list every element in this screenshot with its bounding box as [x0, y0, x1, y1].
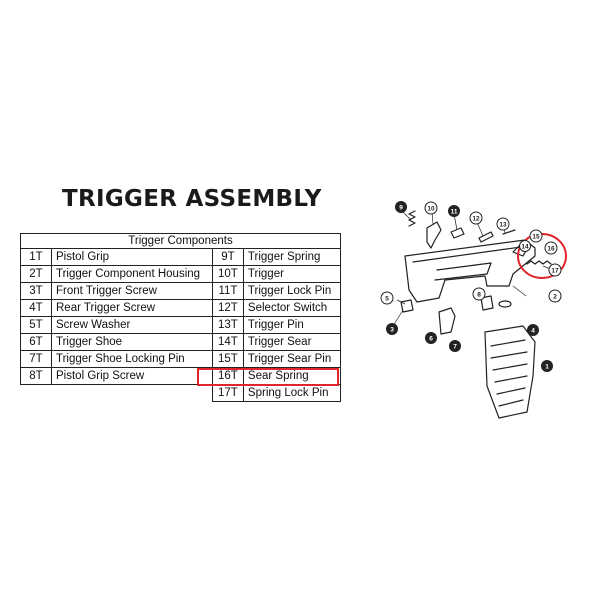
part-name: Trigger [242, 265, 342, 283]
svg-text:3: 3 [390, 327, 394, 334]
svg-text:6: 6 [429, 336, 433, 343]
callout-10: 10 [424, 201, 438, 215]
washer-part [498, 300, 512, 308]
svg-text:4: 4 [531, 328, 535, 335]
table-row: 17T Spring Lock Pin [21, 384, 342, 402]
table-row: 6T Trigger Shoe 14T Trigger Sear [20, 333, 342, 351]
part-code: 15T [211, 350, 244, 368]
callout-5: 5 [380, 291, 394, 305]
svg-text:7: 7 [453, 344, 457, 351]
part-code: 14T [211, 333, 244, 351]
table-header-row: Trigger Components [20, 233, 341, 249]
callout-1: 1 [541, 360, 553, 372]
part-code: 10T [211, 265, 244, 283]
part-code: 4T [20, 299, 52, 317]
svg-text:14: 14 [521, 243, 529, 250]
callout-2: 2 [548, 289, 562, 303]
table-row: 2T Trigger Component Housing 10T Trigger [20, 265, 342, 283]
part-code: 5T [20, 316, 52, 334]
rear-screw-part [480, 295, 494, 311]
trigger-components-table: Trigger Components 1T Pistol Grip 9T Tri… [20, 233, 342, 402]
svg-text:9: 9 [399, 205, 403, 212]
table-row: 8T Pistol Grip Screw 16T Sear Spring [20, 367, 342, 385]
part-name: Trigger Lock Pin [242, 282, 342, 300]
part-name: Screw Washer [51, 316, 213, 334]
callout-7: 7 [449, 340, 461, 352]
pistol-grip-part [484, 325, 536, 419]
part-code: 11T [211, 282, 244, 300]
part-name: Selector Switch [242, 299, 342, 317]
housing-inner-edge [412, 246, 522, 281]
table-row: 4T Rear Trigger Screw 12T Selector Switc… [20, 299, 342, 317]
housing-part [404, 239, 536, 303]
svg-text:8: 8 [477, 292, 481, 299]
svg-text:16: 16 [547, 246, 555, 253]
part-code: 2T [20, 265, 52, 283]
part-name: Trigger Pin [242, 316, 342, 334]
part-name: Trigger Shoe [51, 333, 213, 351]
part-code: 17T [211, 384, 244, 402]
part-code: 9T [211, 248, 244, 266]
table-blank-cell [21, 385, 213, 402]
selector-switch-part [478, 231, 494, 243]
part-name: Trigger Spring [242, 248, 342, 266]
exploded-parts-diagram: 9 10 11 12 13 15 16 17 2 5 3 8 4 6 7 1 1… [380, 201, 567, 419]
lock-pin-part [450, 227, 465, 239]
callout-16: 16 [544, 241, 558, 255]
part-name: Front Trigger Screw [51, 282, 213, 300]
callout-9: 9 [395, 201, 407, 213]
part-code: 3T [20, 282, 52, 300]
callout-4: 4 [527, 324, 539, 336]
trigger-spring-part [408, 210, 416, 227]
callout-11: 11 [448, 205, 460, 217]
page-title: TRIGGER ASSEMBLY [62, 186, 322, 212]
table-row: 1T Pistol Grip 9T Trigger Spring [20, 248, 342, 266]
part-name-highlighted: Sear Spring [242, 367, 342, 385]
part-name: Spring Lock Pin [242, 384, 342, 402]
svg-text:2: 2 [553, 294, 557, 301]
svg-text:10: 10 [427, 206, 435, 213]
part-name: Pistol Grip [51, 248, 213, 266]
part-code: 12T [211, 299, 244, 317]
callout-3: 3 [386, 323, 398, 335]
callout-14: 14 [519, 240, 531, 252]
trigger-part [426, 221, 442, 249]
part-code: 13T [211, 316, 244, 334]
svg-text:11: 11 [451, 209, 458, 216]
svg-text:1: 1 [545, 364, 549, 371]
front-screw-part [400, 299, 414, 313]
part-name: Trigger Sear [242, 333, 342, 351]
callout-8: 8 [472, 287, 486, 301]
part-code: 8T [20, 367, 52, 385]
table-row: 7T Trigger Shoe Locking Pin 15T Trigger … [20, 350, 342, 368]
part-code: 1T [20, 248, 52, 266]
svg-text:5: 5 [385, 296, 389, 303]
table-row: 3T Front Trigger Screw 11T Trigger Lock … [20, 282, 342, 300]
part-name: Trigger Sear Pin [242, 350, 342, 368]
callout-13: 13 [496, 217, 510, 231]
svg-text:15: 15 [532, 234, 540, 241]
svg-text:13: 13 [499, 222, 507, 229]
callout-12: 12 [469, 211, 483, 225]
part-code: 6T [20, 333, 52, 351]
callout-15: 15 [529, 229, 543, 243]
part-name: Trigger Shoe Locking Pin [51, 350, 213, 368]
table-row: 5T Screw Washer 13T Trigger Pin [20, 316, 342, 334]
callout-6: 6 [425, 332, 437, 344]
callout-17: 17 [548, 263, 562, 277]
pistol-grip-texture [490, 339, 528, 407]
table-header: Trigger Components [20, 233, 341, 249]
part-name: Pistol Grip Screw [51, 367, 213, 385]
svg-text:12: 12 [472, 216, 480, 223]
part-name: Trigger Component Housing [51, 265, 213, 283]
svg-text:17: 17 [551, 268, 559, 275]
part-code: 7T [20, 350, 52, 368]
part-code-highlighted: 16T [211, 367, 244, 385]
sear-spring-part [526, 260, 552, 265]
trigger-shoe-part [438, 307, 456, 335]
part-name: Rear Trigger Screw [51, 299, 213, 317]
